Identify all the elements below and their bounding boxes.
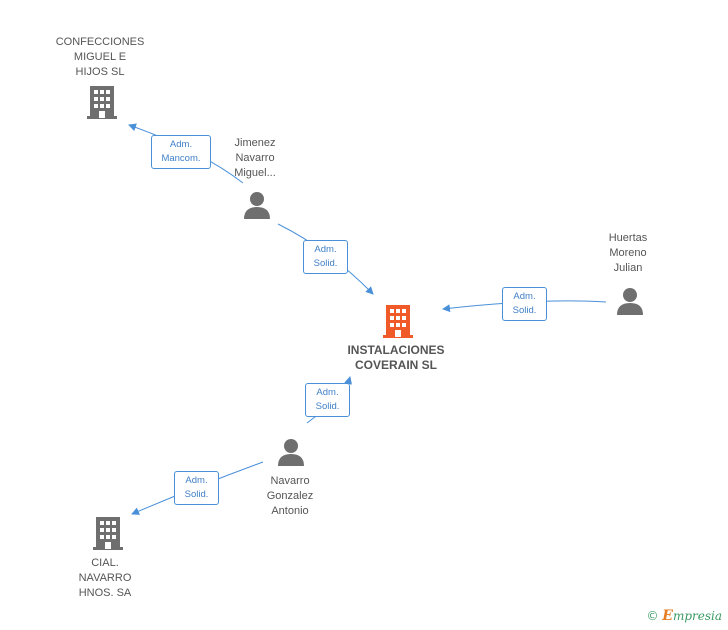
- relation-label: Adm.: [185, 475, 208, 486]
- person-label-huertas[interactable]: Huertas Moreno Julian: [593, 231, 663, 276]
- main-company-name-line: COVERAIN SL: [354, 358, 437, 372]
- person-label-navarro[interactable]: Navarro Gonzalez Antonio: [254, 474, 326, 519]
- relation-label: Adm.: [314, 244, 337, 255]
- relation-badge[interactable]: Adm. Solid.: [502, 287, 547, 321]
- main-company-label[interactable]: INSTALACIONES COVERAIN SL: [336, 343, 456, 373]
- person-name-line: Navarro: [235, 152, 275, 164]
- relation-label: Mancom.: [161, 153, 201, 164]
- company-name-line: HIJOS SL: [75, 66, 125, 78]
- company-name-line: CONFECCIONES: [55, 36, 145, 48]
- person-name-line: Miguel...: [234, 167, 276, 179]
- building-icon[interactable]: [92, 515, 124, 551]
- relation-badge[interactable]: Adm. Solid.: [174, 471, 219, 505]
- person-name-line: Huertas: [608, 232, 648, 244]
- building-icon[interactable]: [86, 84, 118, 120]
- company-label-confecciones[interactable]: CONFECCIONES MIGUEL E HIJOS SL: [50, 35, 150, 80]
- person-label-jimenez[interactable]: Jimenez Navarro Miguel...: [220, 136, 290, 181]
- relation-label: Solid.: [313, 258, 338, 269]
- relation-label: Solid.: [184, 489, 209, 500]
- relation-badge[interactable]: Adm. Solid.: [305, 383, 350, 417]
- person-icon[interactable]: [276, 437, 306, 467]
- main-company-name-line: INSTALACIONES: [347, 343, 445, 357]
- person-name-line: Jimenez: [234, 137, 276, 149]
- company-label-cial[interactable]: CIAL. NAVARRO HNOS. SA: [60, 556, 150, 601]
- person-icon[interactable]: [242, 190, 272, 220]
- person-name-line: Navarro: [270, 475, 310, 487]
- relation-badge[interactable]: Adm. Solid.: [303, 240, 348, 274]
- person-name-line: Moreno: [609, 247, 647, 259]
- person-name-line: Antonio: [271, 505, 309, 517]
- relation-label: Adm.: [316, 387, 339, 398]
- relation-label: Solid.: [512, 305, 537, 316]
- building-icon[interactable]: [382, 303, 414, 339]
- brand-name: mpresia: [672, 609, 722, 623]
- company-name-line: CIAL.: [91, 557, 119, 569]
- brand-initial: E: [662, 608, 673, 624]
- empresia-logo[interactable]: © Empresia: [646, 608, 722, 624]
- person-name-line: Julian: [613, 262, 643, 274]
- company-name-line: NAVARRO: [78, 572, 132, 584]
- relation-label: Adm.: [513, 291, 536, 302]
- relation-badge[interactable]: Adm. Mancom.: [151, 135, 211, 169]
- person-icon[interactable]: [615, 286, 645, 316]
- company-name-line: MIGUEL E: [73, 51, 127, 63]
- relation-label: Solid.: [315, 401, 340, 412]
- relation-label: Adm.: [169, 139, 193, 150]
- copyright-symbol: ©: [646, 609, 659, 623]
- person-name-line: Gonzalez: [266, 490, 314, 502]
- company-name-line: HNOS. SA: [78, 587, 132, 599]
